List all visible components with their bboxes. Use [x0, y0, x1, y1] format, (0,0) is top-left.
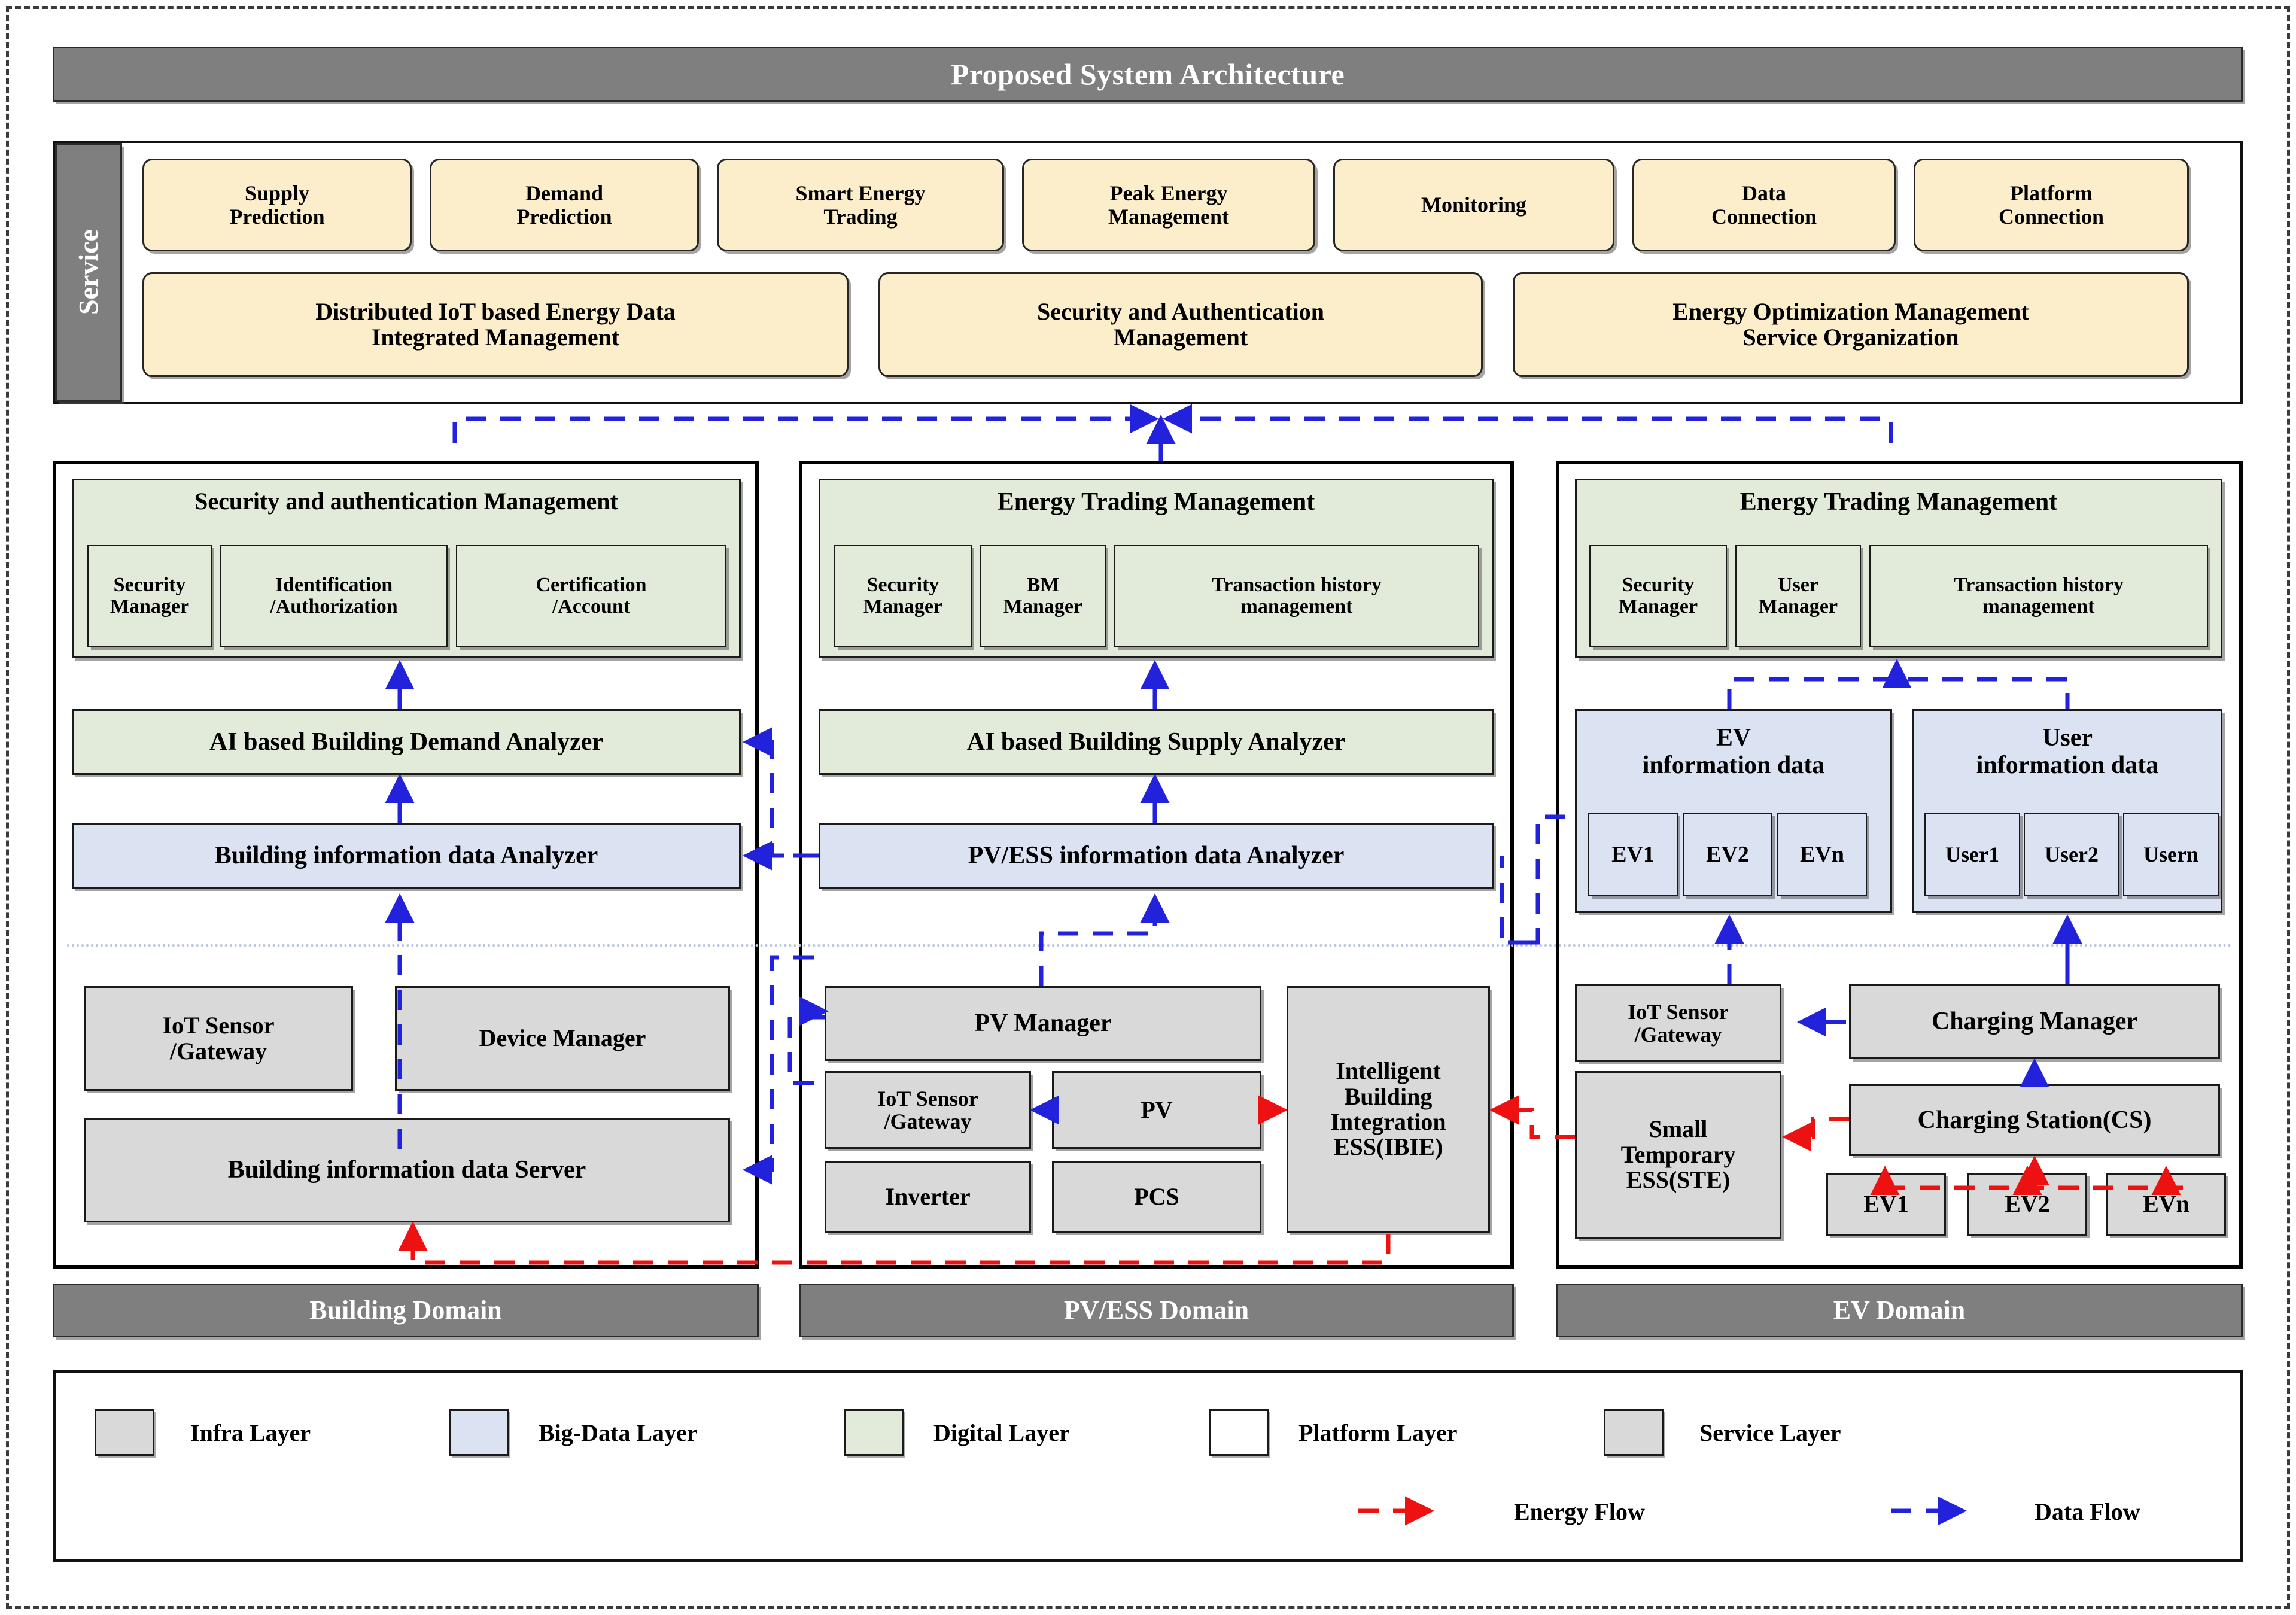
legend-label-energy-flow: Energy Flow: [1514, 1498, 1645, 1525]
legend-swatch-infra: [95, 1409, 154, 1456]
legend-swatch-service: [1604, 1409, 1664, 1456]
legend-swatch-digital: [844, 1409, 904, 1456]
user-info-user2[interactable]: User2: [2024, 813, 2119, 896]
service-tab-label: Service: [55, 143, 122, 402]
ev-iot-sensor-gateway[interactable]: IoT Sensor/Gateway: [1575, 984, 1781, 1062]
page-title: Proposed System Architecture: [53, 47, 2243, 102]
legend-label-infra: Infra Layer: [190, 1419, 311, 1446]
ev-info-evn[interactable]: EVn: [1777, 813, 1867, 896]
pvess-pv-manager[interactable]: PV Manager: [825, 986, 1261, 1061]
legend-label-data-flow: Data Flow: [2035, 1498, 2140, 1525]
ev-charging-evn[interactable]: EVn: [2106, 1173, 2226, 1236]
ev-info-ev2[interactable]: EV2: [1683, 813, 1772, 896]
legend-label-digital: Digital Layer: [933, 1419, 1070, 1446]
ev-info-ev1[interactable]: EV1: [1588, 813, 1678, 896]
pvess-pcs[interactable]: PCS: [1052, 1161, 1261, 1233]
ev-energy-trading-title: Energy Trading Management: [1740, 488, 2058, 516]
legend-label-bigdata: Big-Data Layer: [539, 1419, 698, 1446]
pvess-energy-trading-title: Energy Trading Management: [997, 488, 1315, 516]
pvess-pv[interactable]: PV: [1052, 1071, 1261, 1149]
outer-dashed-border: [6, 6, 2290, 1609]
service-tab-text: Service: [72, 229, 104, 315]
building-demand-analyzer[interactable]: AI based Building Demand Analyzer: [72, 709, 741, 775]
ev-domain-label: EV Domain: [1556, 1284, 2243, 1337]
legend-panel: [53, 1370, 2243, 1562]
pvess-supply-analyzer[interactable]: AI based Building Supply Analyzer: [819, 709, 1494, 775]
building-security-auth-title: Security and authentication Management: [194, 488, 618, 515]
ev-charging-ev2[interactable]: EV2: [1967, 1173, 2087, 1236]
building-info-data-server[interactable]: Building information data Server: [84, 1118, 730, 1222]
pvess-inverter[interactable]: Inverter: [825, 1161, 1031, 1233]
legend-label-service: Service Layer: [1699, 1419, 1841, 1446]
building-device-manager[interactable]: Device Manager: [395, 986, 730, 1091]
pvess-iot-sensor-gateway[interactable]: IoT Sensor/Gateway: [825, 1071, 1031, 1149]
legend-swatch-bigdata: [449, 1409, 509, 1456]
pvess-domain-label: PV/ESS Domain: [799, 1284, 1514, 1337]
user-info-user1[interactable]: User1: [1924, 813, 2020, 896]
page-title-text: Proposed System Architecture: [950, 57, 1345, 91]
pvess-info-data-analyzer[interactable]: PV/ESS information data Analyzer: [819, 823, 1494, 889]
building-certification-account[interactable]: Certification/Account: [456, 545, 726, 647]
ev-charging-manager[interactable]: Charging Manager: [1849, 984, 2220, 1059]
layer-separator: [67, 944, 2233, 947]
building-domain-label: Building Domain: [53, 1284, 759, 1337]
building-identification-authorization[interactable]: Identification/Authorization: [220, 545, 448, 647]
building-iot-sensor-gateway[interactable]: IoT Sensor/Gateway: [84, 986, 353, 1091]
legend-label-platform: Platform Layer: [1298, 1419, 1458, 1446]
service-monitoring[interactable]: Monitoring: [1333, 159, 1614, 251]
user-info-usern[interactable]: Usern: [2123, 813, 2219, 896]
ev-charging-station[interactable]: Charging Station(CS): [1849, 1084, 2220, 1156]
building-info-data-analyzer[interactable]: Building information data Analyzer: [72, 823, 741, 889]
legend-swatch-platform: [1209, 1409, 1269, 1456]
ev-charging-ev1[interactable]: EV1: [1826, 1173, 1946, 1236]
